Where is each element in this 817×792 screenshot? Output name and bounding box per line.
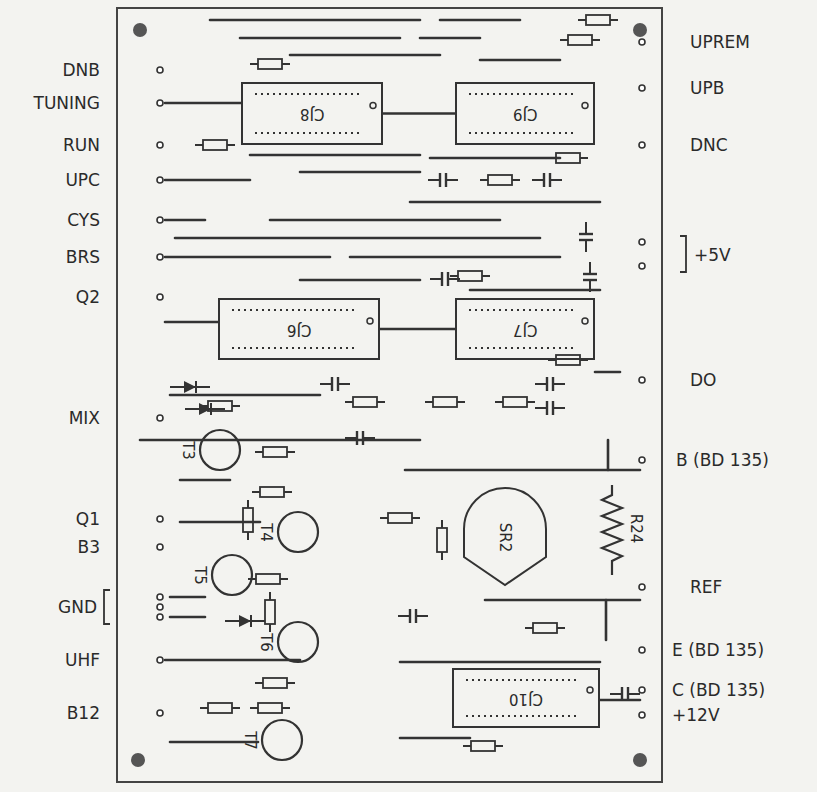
transistor-outline: T5	[188, 552, 256, 598]
ic-package: CJ8	[241, 82, 383, 145]
pin-label: BRS	[66, 249, 100, 266]
pin-label: Q2	[76, 289, 100, 306]
pin-label: UPREM	[690, 34, 750, 51]
ic-package: CJ7	[455, 298, 595, 360]
transistor-outline: T7	[238, 717, 306, 763]
transistor-outline: T6	[254, 619, 322, 665]
part-label: T7	[242, 731, 257, 750]
part-label: T5	[192, 566, 207, 585]
pin-label: DNB	[63, 62, 100, 79]
part-label: T4	[258, 523, 273, 542]
pin-label: CYS	[67, 212, 100, 229]
part-label: CJ8	[300, 106, 324, 121]
transistor-outline: T4	[254, 509, 322, 555]
ic-package: CJ10	[452, 668, 600, 728]
pin-label: +12V	[672, 707, 720, 724]
part-label: SR2	[498, 522, 513, 552]
part-label: CJ6	[287, 322, 311, 337]
pin-label: E (BD 135)	[672, 642, 764, 659]
pin-label: RUN	[63, 137, 100, 154]
part-label: CJ10	[509, 691, 543, 706]
ic-package: CJ9	[455, 82, 595, 145]
transistor-outline: T3	[176, 427, 244, 473]
pin-label: DO	[690, 372, 716, 389]
pin-label: Q1	[76, 511, 100, 528]
pin-label: B (BD 135)	[676, 452, 769, 469]
pin-label: DNC	[690, 137, 728, 154]
part-label: CJ9	[513, 106, 537, 121]
copper-trace	[380, 328, 455, 331]
pin-label: MIX	[69, 410, 100, 427]
pin-label: C (BD 135)	[672, 682, 765, 699]
copper-trace	[383, 112, 455, 115]
pin-label: B12	[67, 705, 100, 722]
pin-label: UHF	[65, 652, 100, 669]
part-label: T6	[258, 633, 273, 652]
pin-label: B3	[78, 539, 100, 556]
pin-label: +5V	[694, 247, 731, 264]
part-label: CJ7	[513, 322, 537, 337]
pin-label: UPC	[65, 172, 100, 189]
part-label: T3	[180, 441, 195, 460]
pin-label: GND	[58, 599, 97, 616]
relay-outline: SR2	[462, 487, 548, 587]
pin-label: UPB	[690, 80, 724, 97]
ic-package: CJ6	[218, 298, 380, 360]
pin-label: TUNING	[34, 95, 100, 112]
part-label: R24	[628, 513, 643, 543]
pin-label: REF	[690, 579, 722, 596]
